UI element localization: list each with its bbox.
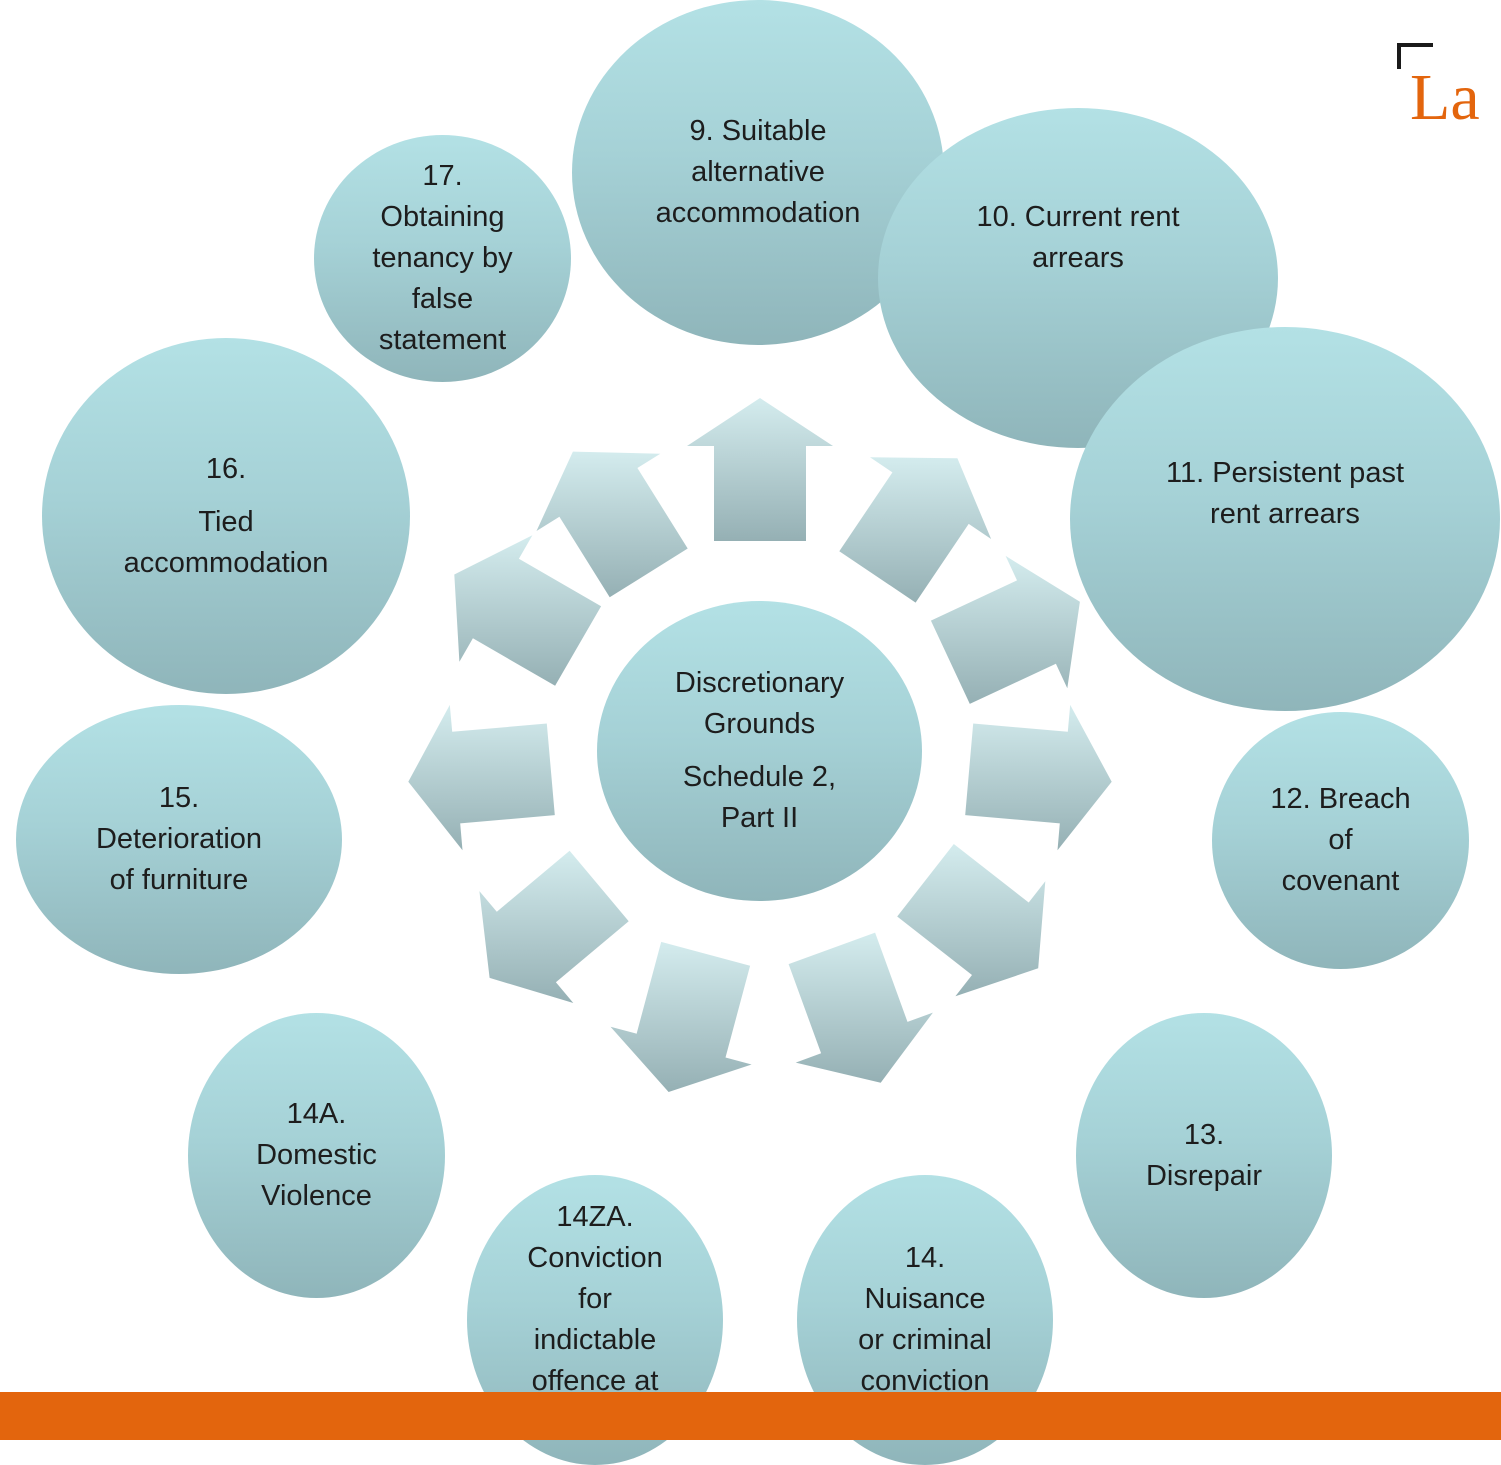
radial-arrow <box>839 457 992 603</box>
ground-10-label: 10. Current rent arrears <box>976 201 1180 274</box>
ground-15-bubble: 15. Deterioration of furniture <box>16 705 342 974</box>
ground-11-label: 11. Persistent past rent arrears <box>1165 457 1405 530</box>
center-title: Discretionary Grounds <box>674 667 845 740</box>
ground-14a-bubble: 14A. Domestic Violence <box>188 1013 445 1298</box>
radial-arrow <box>536 451 688 598</box>
radial-arrow <box>687 398 833 541</box>
ground-13-bubble: 13. Disrepair <box>1076 1013 1332 1298</box>
ground-14a-label: 14A. Domestic Violence <box>256 1098 377 1212</box>
radial-arrow <box>788 932 933 1083</box>
radial-arrow <box>965 704 1112 851</box>
ground-16-number: 16. <box>205 452 247 485</box>
ground-17-bubble: 17. Obtaining tenancy by false statement <box>314 135 571 382</box>
center-hub: Discretionary Grounds Schedule 2, Part I… <box>597 601 922 901</box>
ground-17-label: 17. Obtaining tenancy by false statement <box>372 160 513 356</box>
center-subtitle: Schedule 2, Part II <box>682 761 837 834</box>
radial-arrow <box>408 704 555 851</box>
ground-11-bubble: 11. Persistent past rent arrears <box>1070 327 1500 711</box>
ground-9-label: 9. Suitable alternative accommodation <box>655 115 861 229</box>
ground-13-label: 13. Disrepair <box>1145 1118 1263 1192</box>
radial-arrow <box>930 555 1080 704</box>
ground-15-label: 15. Deterioration of furniture <box>95 782 263 896</box>
ground-14-label: 14. Nuisance or criminal conviction <box>858 1242 992 1397</box>
brand-logo-text: La <box>1410 61 1480 134</box>
ground-16-bubble: 16. Tied accommodation <box>42 338 410 694</box>
ground-12-bubble: 12. Breach of covenant <box>1212 712 1469 969</box>
footer-bar <box>0 1392 1501 1440</box>
radial-arrow <box>454 535 602 686</box>
ground-16-label: Tied accommodation <box>123 505 329 579</box>
radial-arrow <box>479 850 629 1003</box>
radial-arrow <box>610 941 752 1092</box>
radial-arrow <box>897 844 1046 997</box>
ground-12-label: 12. Breach of covenant <box>1270 783 1411 897</box>
brand-corner-mark <box>1397 43 1433 69</box>
